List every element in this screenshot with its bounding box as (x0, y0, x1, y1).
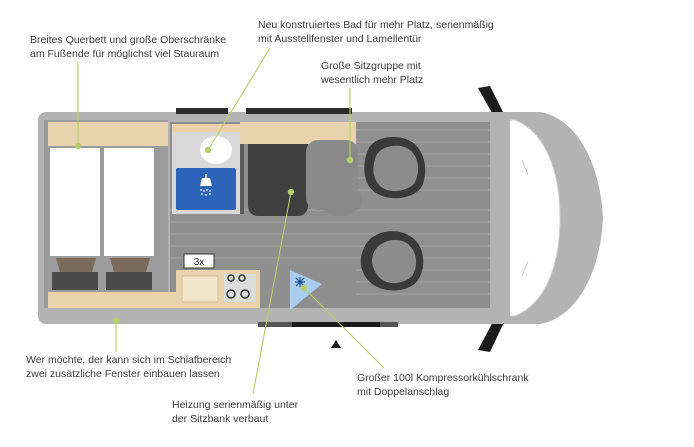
bed-fold-left (56, 258, 96, 272)
annotation-heating: Heizung serienmäßig unter der Sitzbank v… (172, 398, 298, 426)
annotation-fridge-line2: mit Doppelanschlag (357, 386, 450, 398)
bathroom-cabinet (172, 124, 240, 132)
annotation-seating-line2: wesentlich mehr Platz (321, 74, 424, 86)
shower-icon (200, 174, 212, 196)
burner-label: 3x (194, 257, 205, 268)
mattress-left (50, 148, 100, 256)
sliding-door (292, 322, 380, 327)
table-round (318, 184, 362, 216)
sink (181, 275, 219, 303)
mirror-top (478, 86, 506, 120)
annotation-bath-line2: mit Ausstellfenster und Lamellentür (258, 33, 422, 45)
toilet (200, 136, 232, 164)
swivel-seat-top (364, 136, 426, 199)
annotation-windows-line1: Wer möchte, der kann sich im Schlafberei… (26, 354, 232, 366)
annotation-bed-line2: am Fußende für möglichst viel Stauraum (30, 48, 220, 60)
window-top-2 (246, 108, 352, 114)
annotation-heating-line1: Heizung serienmäßig unter (172, 399, 299, 411)
annotation-fridge: Großer 100l Kompressorkühlschrank mit Do… (357, 371, 529, 399)
annotation-bed-line1: Breites Querbett und große Oberschränke (30, 34, 227, 46)
mirror-bottom (478, 316, 506, 352)
annotation-bath: Neu konstruiertes Bad für mehr Platz, se… (258, 18, 494, 46)
window-top-1 (176, 108, 228, 114)
bed-fold-right (110, 258, 150, 272)
annotation-windows-line2: zwei zusätzliche Fenster einbauen lassen (26, 368, 220, 380)
leader-lines (74, 47, 385, 395)
burner-icons (226, 274, 250, 299)
shower-tray (176, 168, 236, 210)
annotation-heating-line2: der Sitzbank verbaut (172, 413, 269, 425)
annotation-seating: Große Sitzgruppe mit wesentlich mehr Pla… (321, 59, 423, 87)
mattress-right (104, 148, 154, 256)
annotation-bath-line1: Neu konstruiertes Bad für mehr Platz, se… (258, 19, 494, 31)
fridge-snowflake-icon (295, 277, 305, 287)
bench-top (240, 122, 356, 144)
bath-door (240, 124, 244, 214)
pillow-left (52, 272, 98, 290)
overhead-cabinet-top (48, 122, 168, 146)
annotation-seating-line1: Große Sitzgruppe mit (321, 60, 421, 72)
swivel-seat-bottom (360, 231, 424, 291)
pillow-right (106, 272, 152, 290)
annotation-bed: Breites Querbett und große Oberschränke … (30, 33, 226, 61)
burner-label-box (183, 253, 215, 269)
entrance-arrow-icon (331, 340, 341, 348)
annotation-windows: Wer möchte, der kann sich im Schlafberei… (26, 353, 231, 381)
annotation-fridge-line1: Großer 100l Kompressorkühlschrank (357, 372, 529, 384)
